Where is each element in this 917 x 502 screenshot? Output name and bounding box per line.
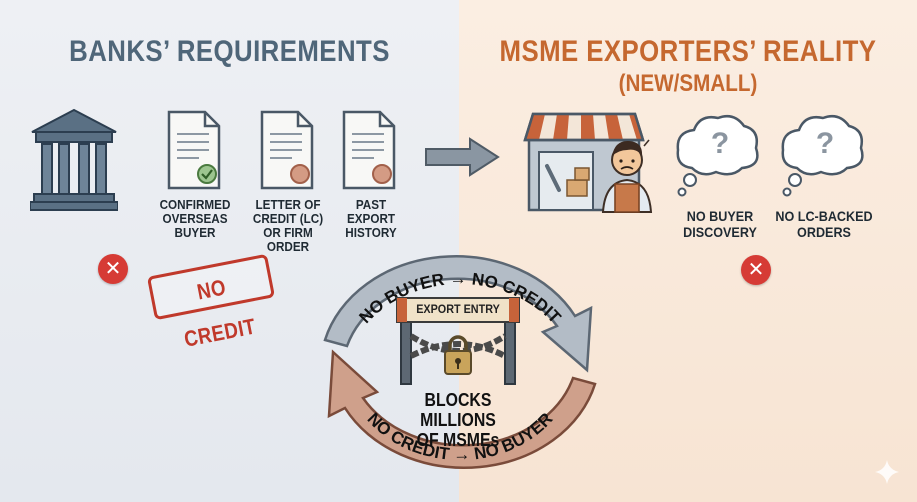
document-icon [167,110,221,190]
msme-subtitle: (NEW/SMALL) [618,70,758,97]
bubble-question-mark: ? [710,127,730,160]
x-circle-icon: ✕ [741,255,771,285]
bubble-question-mark: ? [815,127,835,160]
cycle-center-text: BLOCKS MILLIONS OF MSMEs [416,390,500,450]
vicious-cycle-diagram: NO BUYER → NO CREDIT NO CREDIT → NO BUYE… [323,255,597,469]
bank-icon [30,108,118,211]
requirement-label-buyer: CONFIRMED OVERSEAS BUYER [159,197,231,240]
gap-label-buyer-discovery: NO BUYER DISCOVERY [683,208,757,240]
barrier-icon [396,297,520,385]
top-cycle-arrow [323,255,593,373]
x-circle-icon: ✕ [98,254,128,284]
banks-title: BANKS’ REQUIREMENTS [69,35,390,68]
padlock-icon [444,335,472,375]
gap-label-lc-orders: NO LC-BACKED ORDERS [775,208,873,240]
thought-bubble-icon [676,115,759,197]
document-icon [342,110,396,190]
barrier-sign-text: EXPORT ENTRY [416,302,500,316]
sparkle-icon [875,460,899,484]
bottom-cycle-arrow [327,349,597,469]
requirement-label-history: PAST EXPORT HISTORY [345,197,397,240]
msme-panel [459,0,917,502]
msme-title: MSME EXPORTERS’ REALITY [499,35,877,68]
shopkeeper-icon [601,139,653,213]
arrow-right-icon [425,137,500,177]
shop-icon [523,112,645,212]
requirement-label-lc: LETTER OF CREDIT (LC) OR FIRM ORDER [252,197,324,254]
document-icon [260,110,314,190]
thought-bubble-icon [781,115,864,197]
